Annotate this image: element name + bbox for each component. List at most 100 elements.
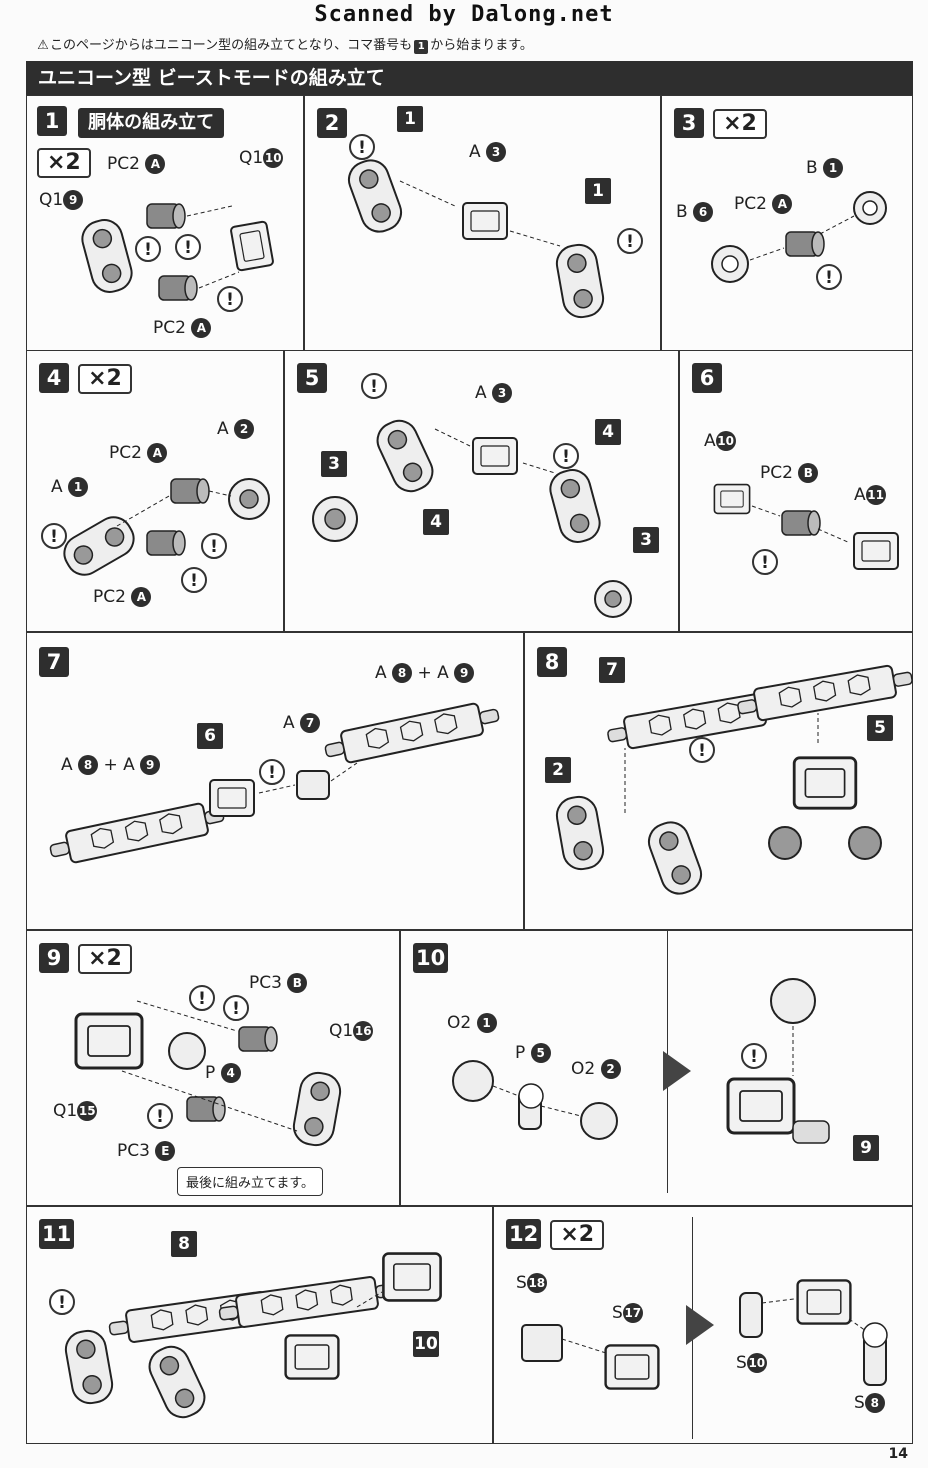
- warning-icon: !: [223, 995, 249, 1021]
- warning-icon: !: [816, 264, 842, 290]
- ref-step-1: 1: [585, 178, 611, 204]
- step-number: 9: [39, 943, 69, 973]
- step-5-panel: 5 A 3 3 4 4 3 ! !: [284, 350, 679, 632]
- step-number: 10: [413, 943, 449, 973]
- step-number: 12: [506, 1219, 542, 1249]
- label-a8-a9-left: A 8 + A 9: [61, 755, 161, 775]
- step-title: 胴体の組み立て: [78, 108, 225, 138]
- part-drawing: [342, 154, 607, 321]
- label-a8-a9-right: A 8 + A 9: [375, 663, 475, 683]
- notice-text-after: から始まります。: [430, 38, 533, 53]
- step-2-panel: 2 1 1 A 3 ! !: [304, 95, 661, 351]
- step-number: 11: [39, 1219, 75, 1249]
- step-number: 1: [37, 106, 67, 136]
- step-number: 5: [297, 363, 327, 393]
- step-number: 8: [537, 647, 567, 677]
- step-4-panel: 4 ×2 A 2 PC2 A A 1 PC2 A ! ! !: [26, 350, 284, 632]
- notice-text-before: このページからはユニコーン型の組み立てとなり、コマ番号も: [50, 38, 413, 53]
- label-a-2: A 2: [217, 419, 255, 439]
- label-o2-2: O2 2: [571, 1059, 621, 1079]
- ref-step-9: 9: [853, 1135, 879, 1161]
- label-pc2-a-bottom: PC2 A: [93, 587, 152, 607]
- label-a-3: A 3: [469, 142, 507, 162]
- label-a-7: A 7: [283, 713, 321, 733]
- ref-step-6: 6: [197, 723, 223, 749]
- warning-icon: !: [49, 1289, 75, 1315]
- step-number: 2: [317, 108, 347, 138]
- step-number: 4: [39, 363, 69, 393]
- step-7-panel: 7 A 8 + A 9 A 7 6 A 8 + A 9 !: [26, 632, 524, 930]
- label-a-3: A 3: [475, 383, 513, 403]
- label-b-1: B 1: [806, 158, 844, 178]
- multiplier-badge: ×2: [78, 364, 132, 394]
- label-pc2-a: PC2 A: [734, 194, 793, 214]
- part-drawing: [46, 698, 503, 868]
- right-arrow-icon: [663, 1051, 691, 1091]
- part-drawing: [312, 413, 632, 618]
- step-10-panel: 10 O2 1 P 5 O2 2 9 !: [400, 930, 913, 1206]
- multiplier-badge: ×2: [78, 944, 132, 974]
- multiplier-badge: ×2: [37, 148, 91, 178]
- warning-icon: !: [147, 1103, 173, 1129]
- label-b-6: B 6: [676, 202, 714, 222]
- warning-triangle-icon: ⚠: [37, 38, 49, 53]
- part-drawing: [713, 483, 899, 570]
- step-number: 7: [39, 647, 69, 677]
- part-drawing: [62, 1252, 442, 1425]
- part-drawing: [553, 660, 916, 900]
- label-p-5: P 5: [515, 1043, 551, 1063]
- step-3-panel: 3 ×2 B 1 B 6 PC2 A !: [661, 95, 913, 351]
- step-8-panel: 8 7 2 5 !: [524, 632, 916, 930]
- label-pc3-b: PC3 B: [249, 973, 308, 993]
- warning-icon: !: [361, 373, 387, 399]
- step-number: 6: [692, 363, 722, 393]
- ref-step-3: 3: [633, 527, 659, 553]
- ref-step-2: 2: [545, 757, 571, 783]
- step-number: 3: [674, 108, 704, 138]
- section-title: ユニコーン型 ビーストモードの組み立て: [26, 61, 913, 95]
- part-drawing: [711, 191, 887, 283]
- warning-icon: !: [689, 737, 715, 763]
- ref-step-5: 5: [867, 715, 893, 741]
- ref-step-8: 8: [171, 1231, 197, 1257]
- ref-step-7: 7: [599, 657, 625, 683]
- right-arrow-icon: [686, 1305, 714, 1345]
- label-o2-1: O2 1: [447, 1013, 497, 1033]
- part-drawing: [77, 203, 275, 301]
- ref-step-10: 10: [413, 1331, 439, 1357]
- warning-icon: !: [175, 234, 201, 260]
- label-pc2-b: PC2 B: [760, 463, 819, 483]
- label-a-1: A 1: [51, 477, 89, 497]
- warning-icon: !: [741, 1043, 767, 1069]
- warning-icon: !: [617, 228, 643, 254]
- part-drawing: [452, 978, 830, 1144]
- assemble-last-callout: 最後に組み立てます。: [177, 1167, 324, 1196]
- ref-step-4: 4: [423, 509, 449, 535]
- warning-icon: !: [135, 236, 161, 262]
- part-drawing: [521, 1279, 888, 1390]
- warning-icon: !: [41, 523, 67, 549]
- label-pc2-a-bottom: PC2 A: [153, 318, 212, 338]
- ref-step-1: 1: [397, 106, 423, 132]
- warning-icon: !: [553, 443, 579, 469]
- ref-step-4: 4: [595, 419, 621, 445]
- scan-credit: Scanned by Dalong.net: [314, 2, 614, 27]
- ref-step-3: 3: [321, 451, 347, 477]
- warning-icon: !: [752, 549, 778, 575]
- page-number: 14: [888, 1446, 908, 1462]
- multiplier-badge: ×2: [713, 109, 767, 139]
- multiplier-badge: ×2: [550, 1220, 605, 1250]
- warning-icon: !: [259, 759, 285, 785]
